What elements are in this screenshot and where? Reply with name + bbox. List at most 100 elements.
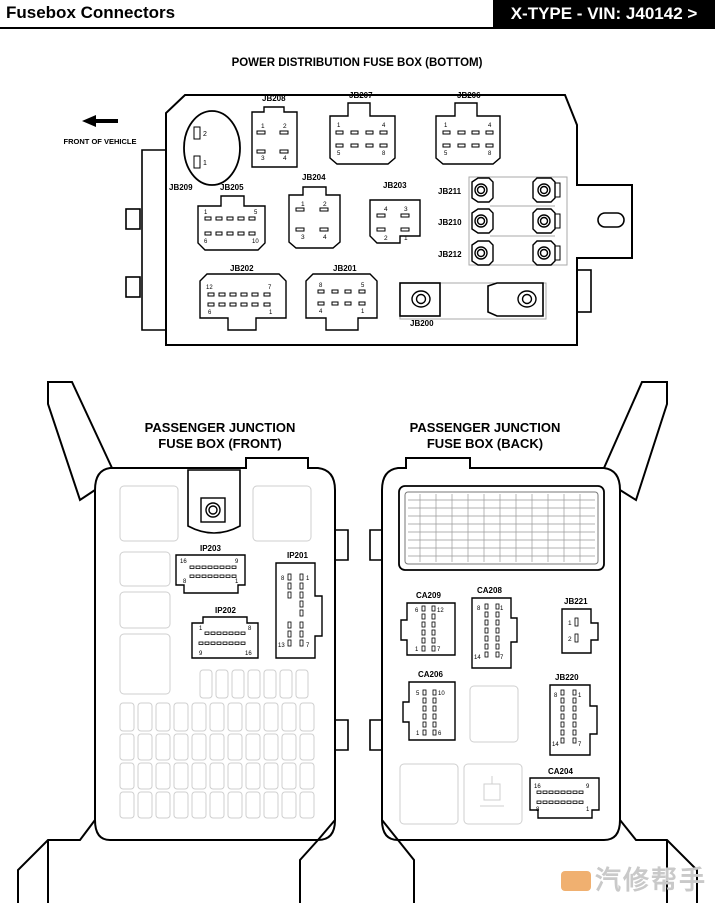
pin-label: 1 — [361, 309, 365, 315]
pin-label: 8 — [319, 283, 323, 289]
pin-label: 4 — [283, 155, 287, 162]
pin-label: 2 — [203, 131, 207, 138]
watermark: 汽修帮手 — [560, 860, 707, 897]
mount-slot — [597, 212, 625, 228]
jb211-label: JB211 — [438, 187, 462, 196]
pin-label: 16 — [245, 651, 252, 657]
pdfb-title: POWER DISTRIBUTION FUSE BOX (BOTTOM) — [232, 57, 483, 69]
pin-label: 5 — [444, 151, 448, 157]
pin-label: 1 — [269, 310, 273, 316]
pin-label: 5 — [337, 151, 341, 157]
jb220-label: JB220 — [555, 673, 579, 682]
pin-label: 4 — [323, 234, 327, 241]
pin-label: 2 — [568, 636, 572, 643]
connector-ip203[interactable]: 16 9 8 1 — [175, 554, 246, 594]
connector-jb208[interactable]: 1 2 3 4 — [251, 106, 298, 168]
stud-strip — [468, 176, 568, 266]
vin-banner[interactable]: X-TYPE - VIN: J40142 > — [493, 0, 715, 27]
pin-label: 7 — [268, 285, 272, 291]
pin-label: 10 — [438, 691, 445, 697]
connector-jb221[interactable]: 1 2 — [561, 608, 599, 654]
jb205-label: JB205 — [220, 183, 244, 192]
pin-label: 6 — [438, 731, 442, 737]
back-title-line1: PASSENGER JUNCTION — [410, 420, 561, 435]
pin-label: 8 — [536, 807, 540, 813]
pin-label: 1 — [500, 606, 504, 612]
pdfb-housing — [125, 94, 633, 346]
connector-jb207[interactable]: 1 4 5 8 — [329, 102, 396, 165]
pin-label: 5 — [416, 691, 420, 697]
pin-label: 1 — [586, 807, 590, 813]
pin-label: 1 — [203, 160, 207, 167]
pin-label: 9 — [199, 651, 203, 657]
pin-label: 1 — [568, 620, 572, 627]
pin-label: 1 — [235, 579, 239, 585]
page-title: Fusebox Connectors — [6, 3, 176, 22]
jb212-label: JB212 — [438, 250, 462, 259]
jb202-label: JB202 — [230, 264, 254, 273]
jb210-label: JB210 — [438, 218, 462, 227]
pin-label: 4 — [488, 123, 492, 129]
pin-label: 8 — [477, 606, 481, 612]
pin-label: 6 — [415, 608, 419, 614]
pin-label: 2 — [384, 235, 388, 242]
connector-jb201[interactable]: 8 5 4 1 — [305, 273, 378, 331]
pin-label: 2 — [283, 123, 287, 130]
pin-label: 1 — [578, 693, 582, 699]
back-title-line2: FUSE BOX (BACK) — [427, 436, 543, 451]
ca204-label: CA204 — [548, 767, 573, 776]
connector-jb209[interactable]: 2 1 — [183, 110, 241, 186]
connector-ca206[interactable]: 5 10 1 6 — [402, 681, 456, 741]
connector-ca204[interactable]: 16 9 8 1 — [529, 777, 600, 819]
ip201-label: IP201 — [287, 551, 308, 560]
connector-jb202[interactable]: 12 7 6 1 — [199, 273, 287, 331]
front-title-line1: PASSENGER JUNCTION — [145, 420, 296, 435]
back-housing — [369, 381, 698, 903]
connector-ca208[interactable]: 8 1 14 7 — [471, 597, 518, 669]
pin-label: 8 — [488, 151, 492, 157]
pin-label: 3 — [404, 206, 408, 213]
connector-ca209[interactable]: 6 12 1 7 — [400, 602, 456, 656]
pin-label: 1 — [204, 210, 208, 216]
pin-label: 4 — [384, 206, 388, 213]
pin-label: 16 — [534, 784, 541, 790]
connector-jb203[interactable]: 4 3 2 1 — [369, 199, 421, 244]
connector-jb220[interactable]: 8 1 14 7 — [549, 684, 598, 756]
front-housing — [17, 381, 349, 903]
connector-ip201[interactable]: 8 1 13 7 — [275, 562, 323, 659]
connector-jb211[interactable] — [471, 177, 561, 203]
pin-label: 7 — [500, 655, 504, 661]
jb207-label: JB207 — [349, 91, 373, 100]
watermark-text: 汽修帮手 — [594, 866, 707, 896]
pin-label: 6 — [204, 239, 208, 245]
pin-label: 1 — [301, 201, 305, 208]
pin-label: 8 — [183, 579, 187, 585]
pin-label: 10 — [252, 239, 259, 245]
front-title-line2: FUSE BOX (FRONT) — [158, 436, 282, 451]
connector-jb205[interactable]: 1 5 6 10 — [197, 195, 266, 251]
connector-ip202[interactable]: 1 8 9 16 — [191, 616, 259, 659]
pin-label: 1 — [337, 123, 341, 129]
pin-label: 1 — [199, 626, 203, 632]
jb201-label: JB201 — [333, 264, 357, 273]
jb221-label: JB221 — [564, 597, 588, 606]
pin-label: 12 — [206, 285, 213, 291]
pin-label: 8 — [382, 151, 386, 157]
pin-label: 8 — [554, 693, 558, 699]
connector-jb206[interactable]: 1 4 5 8 — [435, 102, 501, 165]
pin-label: 16 — [180, 559, 187, 565]
jb206-label: JB206 — [457, 91, 481, 100]
connector-jb212[interactable] — [471, 240, 561, 266]
pin-label: 13 — [278, 643, 285, 649]
pin-label: 1 — [444, 123, 448, 129]
pin-label: 4 — [319, 309, 323, 315]
front-fuse-slots — [119, 485, 315, 819]
pin-label: 1 — [306, 576, 310, 582]
connector-jb200[interactable] — [399, 282, 547, 320]
pin-label: 9 — [586, 784, 590, 790]
pin-label: 3 — [301, 234, 305, 241]
jb208-label: JB208 — [262, 94, 286, 103]
connector-jb204[interactable]: 1 2 3 4 — [288, 186, 341, 249]
connector-jb210[interactable] — [471, 208, 561, 234]
